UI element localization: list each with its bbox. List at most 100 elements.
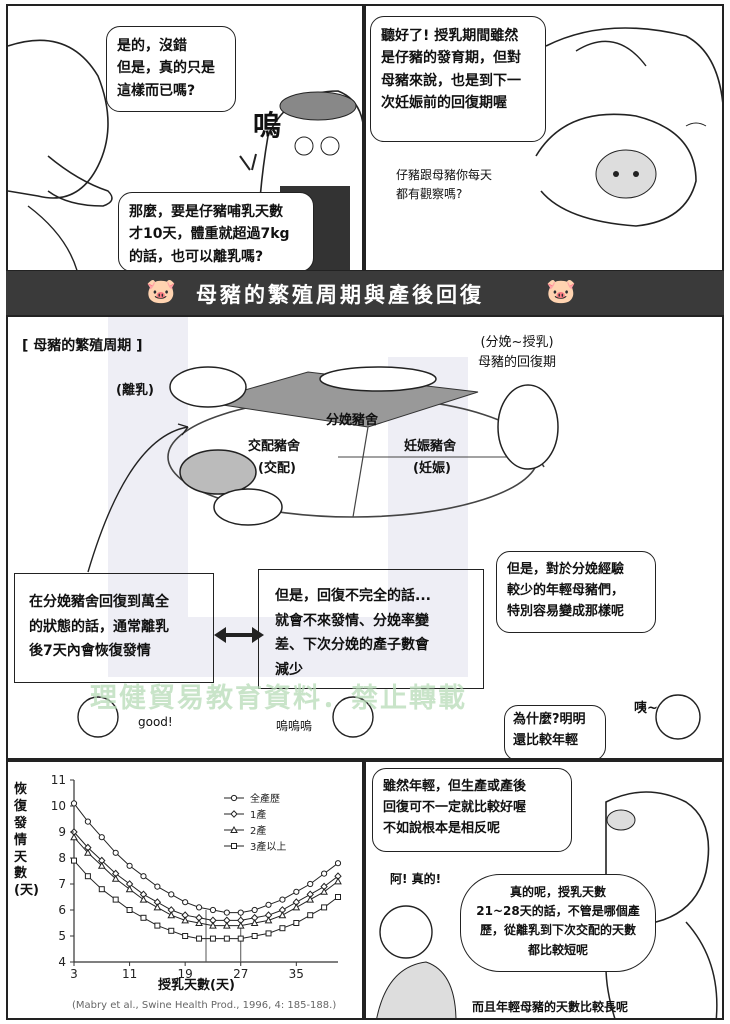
caption-observe: 仔豬跟母豬你每天 都有觀察嗎? (396, 168, 493, 202)
chart-point (321, 870, 328, 877)
sound-effect: 嗚 (253, 109, 282, 142)
chart-x-tick-label: 11 (122, 967, 137, 981)
comic-panel-bottom-right: 雖然年輕，但生產或產後 回復可不一定就比較好喔 不如說根本是相反呢 阿! 真的!… (364, 760, 724, 1020)
chart-legend-label: 全產歷 (250, 792, 280, 805)
cycle-heading: [ 母豬的繁殖周期 ] (22, 338, 143, 354)
speech-bubble-weaning: 那麼，要是仔豬哺乳天數 才10天，體重就超過7kg 的話，也可以離乳嗎? (118, 192, 314, 270)
chart-point (154, 883, 161, 890)
exclaim-eh: 咦~ (634, 701, 658, 716)
chart-point (70, 833, 78, 841)
chart-point (307, 880, 314, 888)
chart-point (154, 922, 161, 929)
chart-point (182, 899, 189, 906)
chart-point (265, 930, 272, 937)
chart-series-1 (70, 828, 342, 925)
chart-y-tick-label: 10 (51, 799, 66, 813)
chart-point (98, 834, 105, 841)
chart-series-3 (71, 857, 341, 942)
chart-point (167, 911, 176, 919)
chart-point (182, 933, 189, 939)
chart-point (230, 825, 238, 833)
chart-point (236, 921, 245, 929)
exclaim-good: good! (138, 715, 173, 729)
chart-point (230, 810, 238, 818)
chart-point (278, 911, 287, 919)
chart-y-label: 恢復發情天數(天) (14, 782, 39, 899)
chart-y-tick-label: 4 (58, 955, 66, 969)
chart-point (251, 906, 258, 914)
label-mating: (交配) (258, 461, 296, 476)
chart-legend-label: 1產 (250, 808, 266, 821)
chart-point (196, 935, 203, 942)
chart-point (334, 877, 342, 885)
chart-point (181, 916, 190, 924)
note-incomplete-recovery: 但是，回復不完全的話... 就會不來發情、分娩率變 差、下次分娩的產子數會 減少 (258, 569, 484, 689)
chart-x-tick-label: 3 (70, 967, 78, 981)
chart-x-label: 授乳天數(天) (158, 978, 235, 993)
chart-point (153, 903, 162, 911)
speech-bubble-young-sows: 但是，對於分娩經驗 較少的年輕母豬們， 特別容易變成那樣呢 (496, 551, 656, 633)
chart-legend-label: 3產以上 (250, 840, 286, 853)
chart-point (97, 861, 106, 869)
chart-point (140, 914, 147, 921)
label-recovery-period: (分娩~授乳) 母豬的回復期 (478, 335, 557, 370)
chart-point (195, 918, 203, 926)
chart-y-tick-label: 7 (58, 877, 66, 891)
chart-point (84, 873, 91, 880)
chart-point (320, 887, 328, 895)
chart-point (264, 916, 273, 924)
speech-bubble-21-28-days: 真的呢，授乳天數 21~28天的話，不管是哪個產 歷，從離乳到下次交配的天數 都… (460, 874, 656, 972)
chart-point (293, 920, 300, 926)
chart-point (195, 904, 203, 911)
chart-legend-label: 2產 (250, 824, 266, 837)
chart-point (307, 912, 314, 919)
pig-face-icon-right: 🐷 (546, 277, 576, 305)
chart-point (209, 921, 217, 929)
cycle-diagram (87, 317, 559, 677)
breeding-cycle-panel: [ 母豬的繁殖周期 ] (離乳) 分娩豬舍 交配豬舍 (交配) 妊娠豬舍 (妊娠… (6, 315, 724, 760)
chart-point (237, 909, 244, 916)
speech-bubble-not-better: 雖然年輕，但生產或產後 回復可不一定就比較好喔 不如說根本是相反呢 (372, 768, 572, 852)
chart-y-tick-label: 6 (58, 903, 66, 917)
label-gestation-house: 妊娠豬舍 (404, 439, 457, 454)
chart-point (251, 933, 258, 939)
label-mating-house: 交配豬舍 (248, 439, 301, 454)
label-gestation: (妊娠) (413, 461, 451, 476)
section-title-bar: 🐷 母豬的繁殖周期與產後回復 🐷 (6, 271, 724, 315)
chart-point (112, 849, 119, 856)
chart-point (168, 927, 175, 934)
section-title: 母豬的繁殖周期與產後回復 (196, 283, 484, 307)
sow-illustration-right (535, 27, 722, 227)
chart-point (265, 901, 272, 908)
chart-point (293, 888, 300, 895)
chart-point (335, 894, 341, 900)
chart-point (250, 918, 259, 926)
chart-point (230, 794, 238, 802)
chart-point (84, 818, 91, 825)
label-farrowing-house: 分娩豬舍 (326, 413, 379, 428)
chart-point (279, 896, 286, 903)
chart-point (223, 935, 230, 942)
chart-point (292, 903, 301, 911)
chart-point (279, 925, 286, 932)
chart-point (71, 857, 77, 864)
chart-series-0 (70, 800, 342, 916)
pig-face-icon-left: 🐷 (146, 277, 176, 305)
chart-y-tick-label: 9 (58, 825, 66, 839)
chart-citation: (Mabry et al., Swine Health Prod., 1996,… (72, 1000, 337, 1011)
chart-point (209, 935, 216, 942)
chart-y-tick-label: 11 (51, 773, 66, 787)
chart-point (237, 935, 244, 942)
footer-young-sows: 而且年輕母豬的天數比較長呢 (472, 1000, 629, 1014)
chart-point (209, 906, 217, 914)
chart-point (70, 800, 78, 807)
chart-series-line (73, 803, 339, 914)
speech-bubble-recovery: 聽好了! 授乳期間雖然 是仔豬的發育期，但對 母豬來說，也是到下一 次妊娠前的回… (370, 16, 546, 142)
chart-point (126, 862, 133, 869)
chart-point (231, 843, 237, 849)
chart-point (168, 891, 175, 898)
comic-panel-top-left: 是的，沒錯 但是，真的只是 這樣而已嗎? 嗚 那麼，要是仔豬哺乳天數 才10天，… (6, 4, 364, 272)
speech-bubble-why: 為什麼?明明 還比較年輕 (504, 705, 606, 758)
